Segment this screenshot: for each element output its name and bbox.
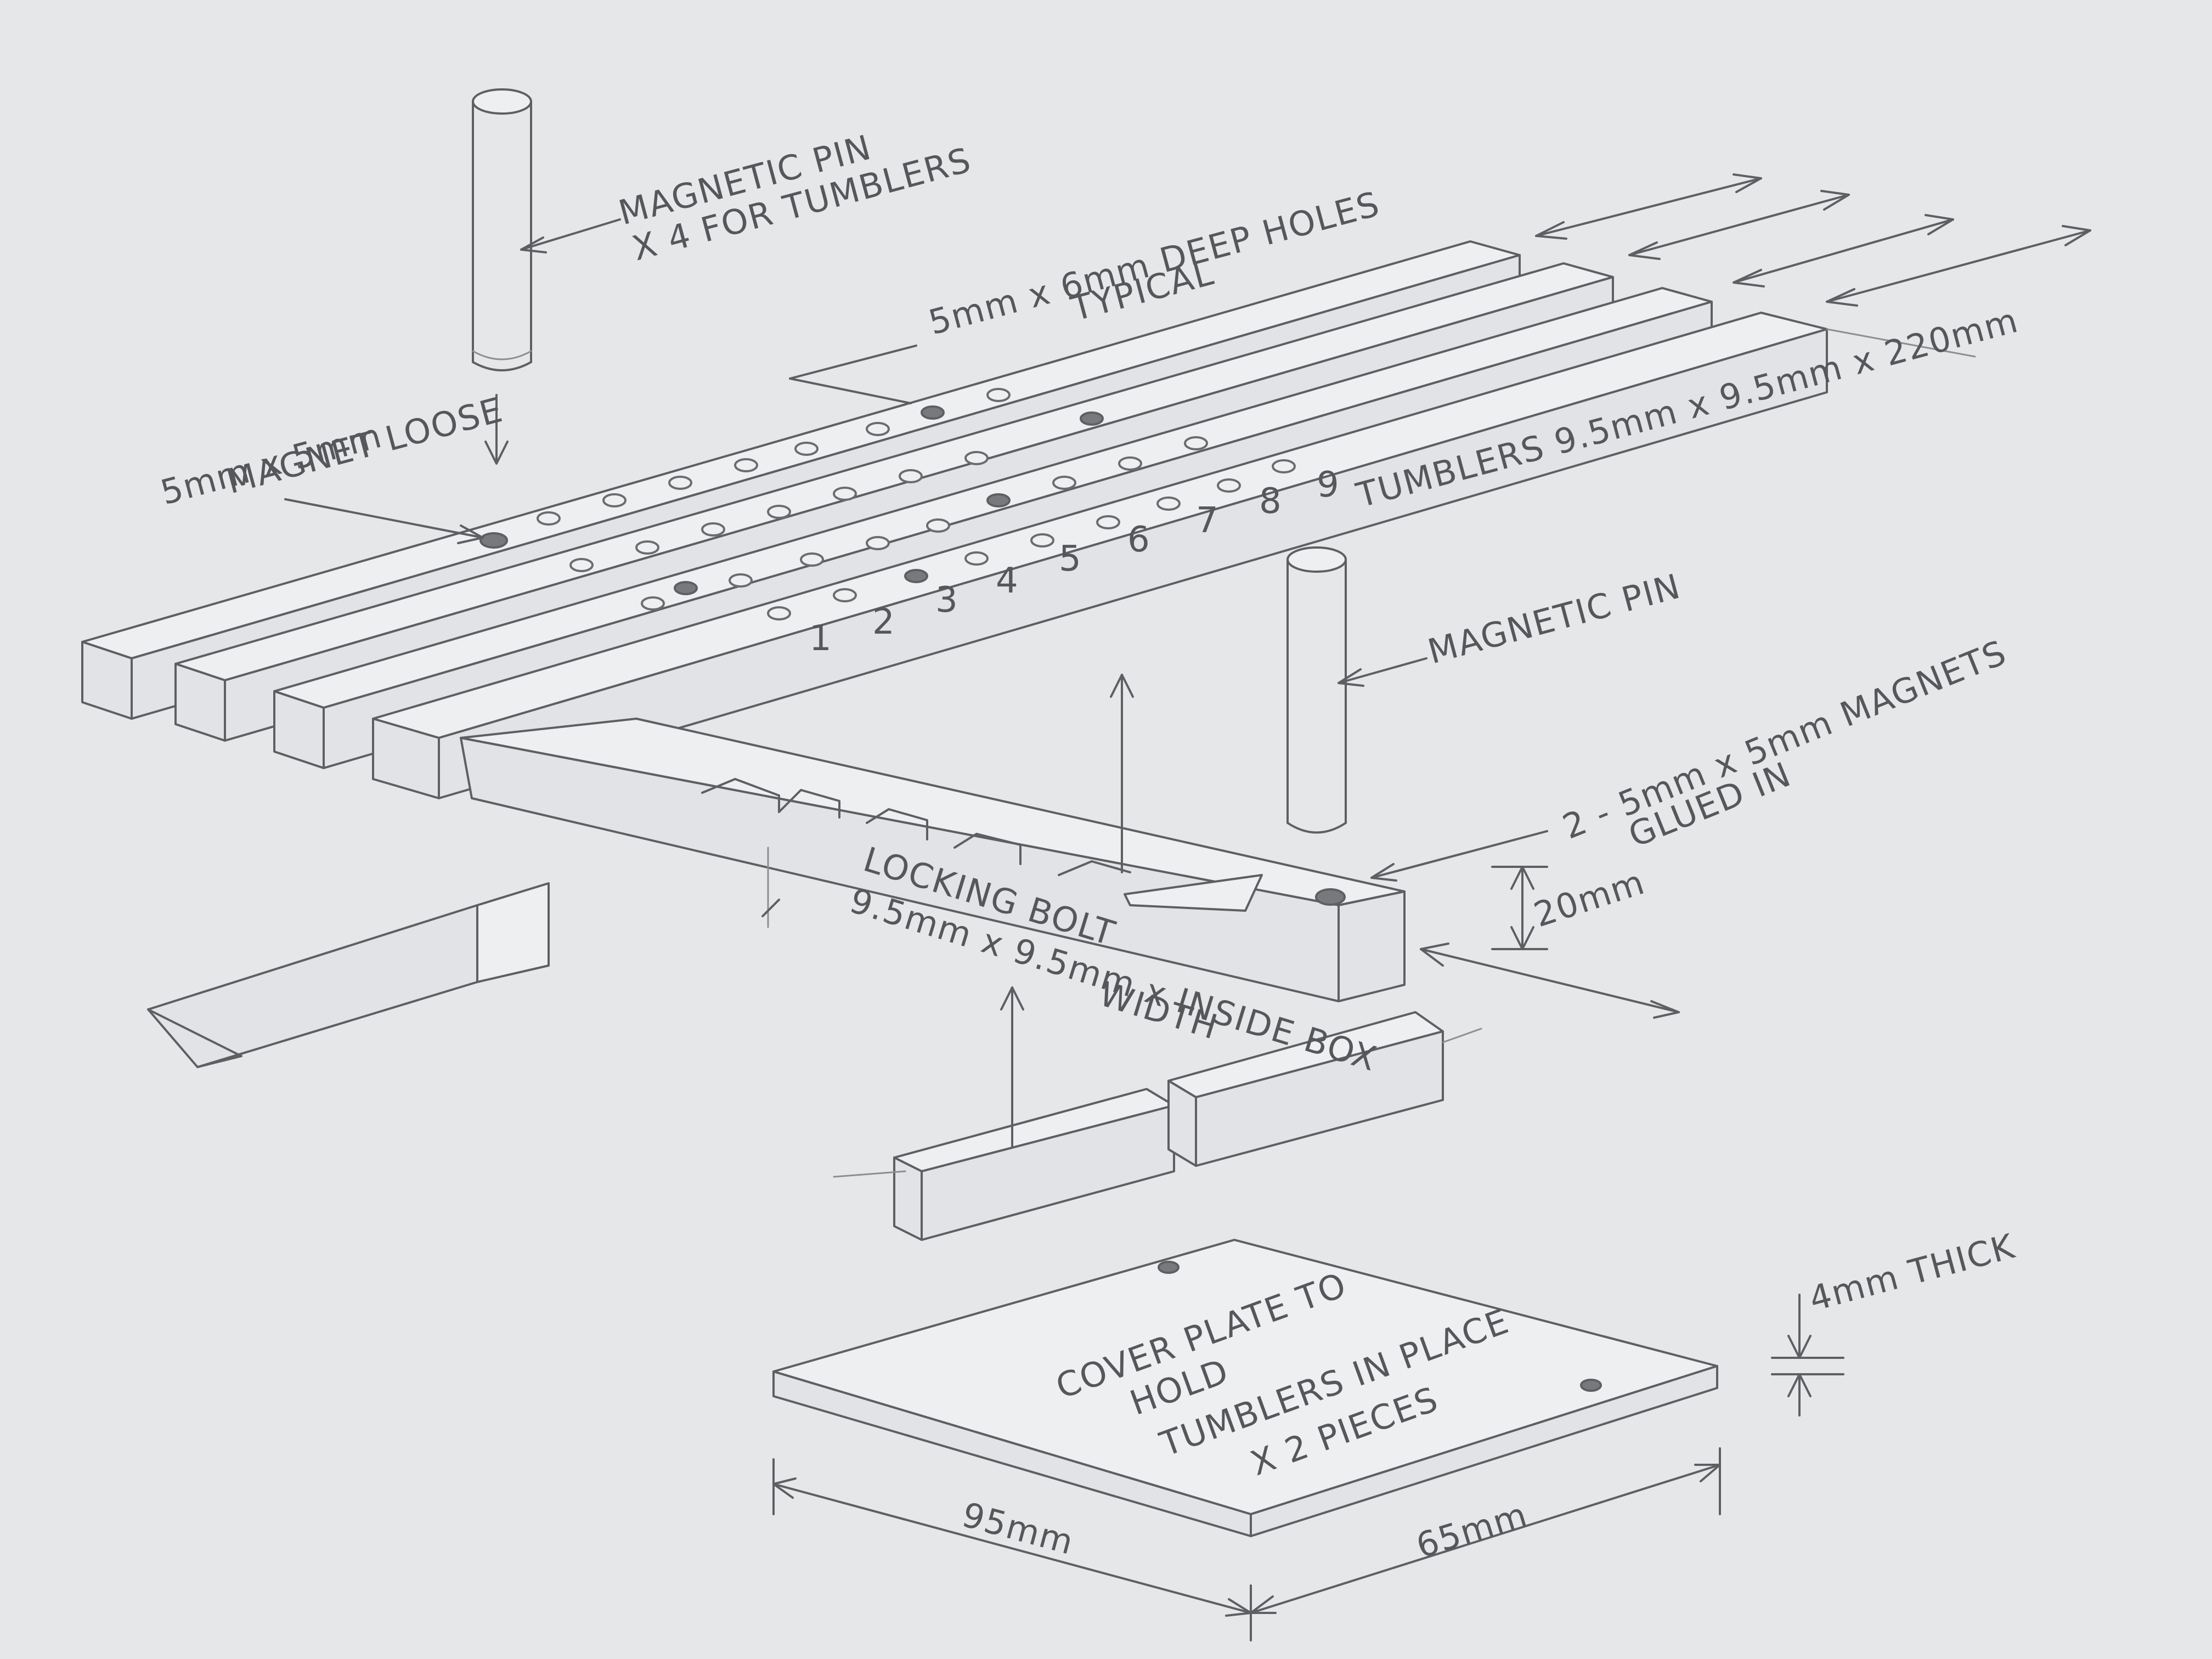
- magnetic-pin-right: [1286, 546, 1347, 834]
- magnets-glued-label-line1: 2 - 5mm x 5mm MAGNETS: [1557, 632, 2012, 847]
- plate-dimensions: [772, 1294, 1844, 1641]
- height-dimension-label: 20mm: [1529, 862, 1650, 935]
- tumbler-number-7: 7: [1196, 500, 1218, 541]
- tumbler-movement-arrows: [1535, 173, 2091, 358]
- width-dimension-label: 95mm: [958, 1494, 1079, 1562]
- tumbler-number-8: 8: [1259, 481, 1282, 522]
- tumbler-number-1: 1: [809, 618, 832, 659]
- magnetic-pin-right-label: MAGNETIC PIN: [1424, 566, 1685, 672]
- locking-bolt: [147, 718, 1406, 1068]
- tumbler-number-4: 4: [996, 561, 1018, 601]
- thickness-label: 4mm THICK: [1805, 1226, 2019, 1319]
- height-dimension: [1491, 866, 1548, 950]
- tumbler-number-9: 9: [1317, 465, 1339, 505]
- glued-magnet-icon: [1315, 888, 1346, 906]
- loose-magnet-icon: [479, 532, 508, 549]
- tumbler-numbers: 1 2 3 4 5 6 7 8 9: [809, 465, 1339, 659]
- magnetic-pin-top: [472, 88, 532, 465]
- tumbler-number-6: 6: [1127, 520, 1150, 560]
- cover-plate: [772, 1239, 1718, 1537]
- tumbler-number-5: 5: [1059, 539, 1081, 579]
- depth-dimension-label: 65mm: [1412, 1494, 1532, 1566]
- leader-lines: [284, 218, 1548, 917]
- tumbler-number-3: 3: [935, 580, 958, 620]
- tumbler-holes: [479, 388, 1296, 620]
- tumbler-number-2: 2: [872, 602, 895, 642]
- bolt-lower-pieces: [833, 1011, 1482, 1241]
- assembly-arrows: [1000, 674, 1680, 1148]
